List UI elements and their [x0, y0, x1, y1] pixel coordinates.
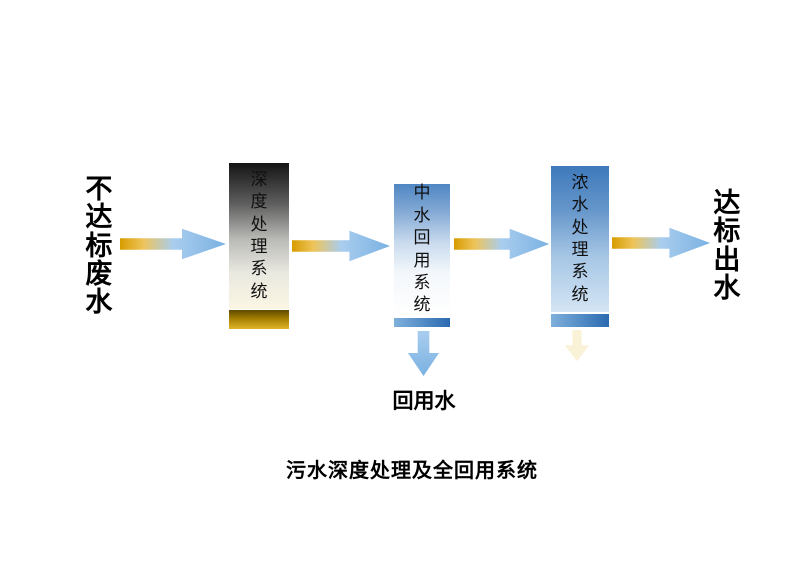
reuse-water-label: 回用水	[392, 389, 456, 413]
deep-treatment-box: 深度处理系统	[229, 163, 289, 329]
faint-down-arrow-icon	[564, 330, 590, 362]
flow-arrow-4	[612, 224, 712, 262]
diagram-title: 污水深度处理及全回用系统	[286, 458, 538, 482]
reuse-down-arrow	[407, 331, 440, 377]
right-arrow-icon	[120, 228, 226, 260]
flow-arrow-2	[292, 227, 392, 265]
deep-treatment-gold-bar	[229, 310, 289, 329]
deep-treatment-label: 深度处理系统	[250, 169, 268, 302]
input-wastewater-label: 不达标废水	[84, 174, 114, 319]
water-reuse-box: 中水回用系统	[394, 183, 450, 327]
water-reuse-body: 中水回用系统	[394, 183, 450, 316]
concentrate-treatment-blue-bar	[551, 314, 609, 327]
deep-treatment-body: 深度处理系统	[229, 163, 289, 309]
concentrate-treatment-label: 浓水处理系统	[571, 172, 589, 305]
right-arrow-icon	[292, 230, 391, 262]
right-arrow-icon	[454, 228, 550, 260]
right-arrow-icon	[612, 227, 711, 259]
input-wastewater-text: 不达标废水	[85, 174, 113, 319]
faint-arrow-artifact	[564, 330, 590, 362]
water-reuse-label: 中水回用系统	[413, 183, 431, 316]
down-arrow-icon	[407, 331, 440, 376]
output-water-text: 达标出水	[713, 188, 741, 305]
concentrate-treatment-box: 浓水处理系统	[551, 166, 609, 327]
flow-arrow-1	[120, 225, 228, 263]
flow-arrow-3	[454, 225, 551, 263]
output-water-label: 达标出水	[712, 188, 742, 305]
water-reuse-blue-bar	[394, 318, 450, 327]
concentrate-treatment-body: 浓水处理系统	[551, 166, 609, 312]
